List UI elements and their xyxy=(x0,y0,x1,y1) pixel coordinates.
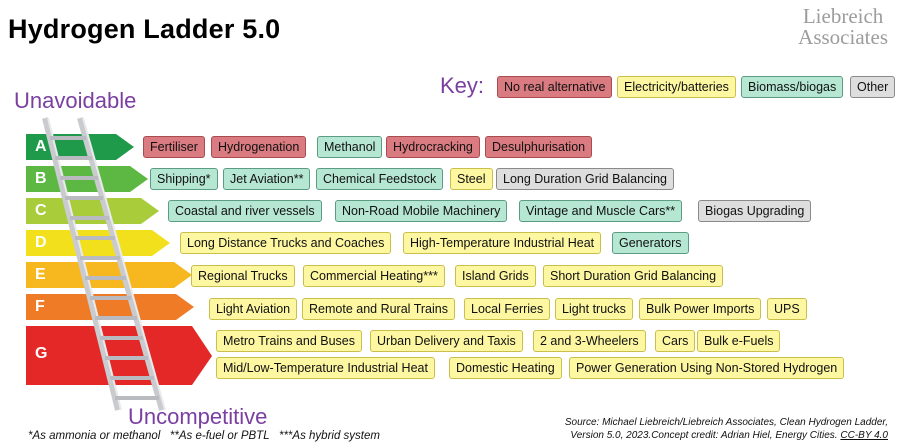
application-tag: 2 and 3-Wheelers xyxy=(533,330,646,352)
application-tag: Remote and Rural Trains xyxy=(302,298,455,320)
application-tag: Light Aviation xyxy=(209,298,298,320)
source-line-2-text: Version 5.0, 2023.Concept credit: Adrian… xyxy=(570,430,838,441)
application-tag: Desulphurisation xyxy=(485,136,593,158)
rung-letter-C: C xyxy=(35,202,47,219)
company-logo: Liebreich Associates xyxy=(798,6,888,48)
application-tag: Urban Delivery and Taxis xyxy=(370,330,523,352)
application-tag: Fertiliser xyxy=(143,136,205,158)
rung-arrow-C xyxy=(26,198,159,224)
application-tag: Long Duration Grid Balancing xyxy=(496,168,674,190)
application-tag: Hydrogenation xyxy=(211,136,307,158)
application-tag: Generators xyxy=(612,232,689,254)
application-tag: Cars xyxy=(655,330,696,352)
application-tag: Island Grids xyxy=(455,265,536,287)
application-tag: Light trucks xyxy=(555,298,633,320)
key-item-yellow: Electricity/batteries xyxy=(617,76,736,98)
rung-letter-G: G xyxy=(35,345,48,362)
application-tag: Mid/Low-Temperature Industrial Heat xyxy=(216,357,435,379)
application-tag: Domestic Heating xyxy=(449,357,562,379)
rung-arrow-F xyxy=(26,294,194,320)
logo-line-2: Associates xyxy=(798,25,888,49)
source-line-1: Source: Michael Liebreich/Liebreich Asso… xyxy=(564,417,888,428)
ladder-steps xyxy=(50,136,159,400)
rung-letter-D: D xyxy=(35,234,47,251)
bottom-axis-label: Uncompetitive xyxy=(128,404,268,429)
rung-letter-A: A xyxy=(35,138,47,155)
application-tag: Chemical Feedstock xyxy=(316,168,444,190)
rung-letter-E: E xyxy=(35,266,46,283)
application-tag: Short Duration Grid Balancing xyxy=(543,265,724,287)
key-item-red: No real alternative xyxy=(497,76,613,98)
key-item-grey: Other xyxy=(850,76,896,98)
application-tag: High-Temperature Industrial Heat xyxy=(403,232,602,254)
application-tag: Long Distance Trucks and Coaches xyxy=(180,232,392,254)
application-tag: Non-Road Mobile Machinery xyxy=(335,200,508,222)
application-tag: Regional Trucks xyxy=(191,265,295,287)
application-tag: Steel xyxy=(450,168,493,190)
application-tag: Metro Trains and Buses xyxy=(216,330,363,352)
key-label: Key: xyxy=(440,73,485,98)
application-tag: UPS xyxy=(767,298,807,320)
rung-arrow-G xyxy=(26,326,212,385)
key-item-green: Biomass/biogas xyxy=(741,76,844,98)
application-tag: Jet Aviation** xyxy=(223,168,311,190)
footnote: *As ammonia or methanol **As e-fuel or P… xyxy=(28,430,380,442)
application-tag: Power Generation Using Non-Stored Hydrog… xyxy=(569,357,845,379)
application-tag: Bulk e-Fuels xyxy=(697,330,781,352)
application-tag: Hydrocracking xyxy=(386,136,480,158)
application-tag: Vintage and Muscle Cars** xyxy=(519,200,683,222)
rung-letter-B: B xyxy=(35,170,47,187)
source-credit: Source: Michael Liebreich/Liebreich Asso… xyxy=(565,416,888,442)
application-tag: Bulk Power Imports xyxy=(639,298,762,320)
rung-arrow-D xyxy=(26,230,170,256)
page-title: Hydrogen Ladder 5.0 xyxy=(8,14,281,44)
application-tag: Commercial Heating*** xyxy=(303,265,445,287)
rung-arrow-E xyxy=(26,262,192,288)
application-tag: Methanol xyxy=(317,136,383,158)
application-tag: Local Ferries xyxy=(464,298,551,320)
logo-line-1: Liebreich xyxy=(802,4,884,28)
top-axis-label: Unavoidable xyxy=(14,88,137,113)
rung-letter-F: F xyxy=(35,298,45,315)
source-line-2: Version 5.0, 2023.Concept credit: Adrian… xyxy=(565,429,888,442)
application-tag: Shipping* xyxy=(150,168,218,190)
application-tag: Biogas Upgrading xyxy=(698,200,812,222)
application-tag: Coastal and river vessels xyxy=(168,200,322,222)
license-link[interactable]: CC-BY 4.0 xyxy=(840,430,888,441)
